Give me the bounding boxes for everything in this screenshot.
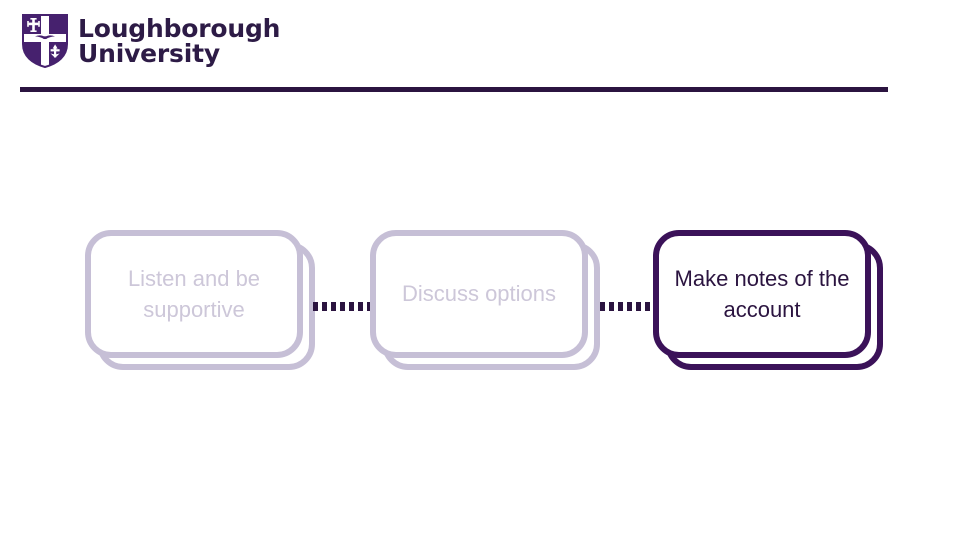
step-label: Make notes of the account (674, 265, 850, 322)
wordmark-line-1: Loughborough (78, 13, 281, 43)
university-logo: Loughborough University (22, 14, 280, 68)
connector-dot (331, 302, 336, 311)
connector-dot (349, 302, 354, 311)
university-wordmark: Loughborough University (78, 13, 281, 68)
step-card[interactable]: Discuss options (370, 230, 588, 358)
process-step-discuss-options[interactable]: Discuss options (370, 230, 600, 382)
loughborough-shield-icon (22, 14, 68, 68)
connector-dot (340, 302, 345, 311)
header-divider-rule (20, 87, 888, 92)
connector-dot (367, 302, 372, 311)
step-card[interactable]: Listen and be supportive (85, 230, 303, 358)
wordmark-line-2: University (78, 39, 220, 68)
step-label: Discuss options (401, 281, 557, 307)
step-card[interactable]: Make notes of the account (653, 230, 871, 358)
process-step-listen-and-be-supportive[interactable]: Listen and be supportive (85, 230, 315, 382)
step-label: Listen and be supportive (127, 265, 261, 322)
connector-dots-1 (313, 302, 372, 311)
process-flow-diagram: Listen and be supportive Discuss options (0, 230, 960, 390)
connector-dot (600, 302, 605, 311)
slide-header: Loughborough University (0, 0, 960, 96)
process-step-make-notes-of-the-account[interactable]: Make notes of the account (653, 230, 883, 382)
connector-dot (627, 302, 632, 311)
connector-dot (313, 302, 318, 311)
connector-dot (609, 302, 614, 311)
connector-dot (645, 302, 650, 311)
connector-dot (322, 302, 327, 311)
connector-dots-2 (600, 302, 659, 311)
connector-dot (618, 302, 623, 311)
connector-dot (636, 302, 641, 311)
connector-dot (358, 302, 363, 311)
